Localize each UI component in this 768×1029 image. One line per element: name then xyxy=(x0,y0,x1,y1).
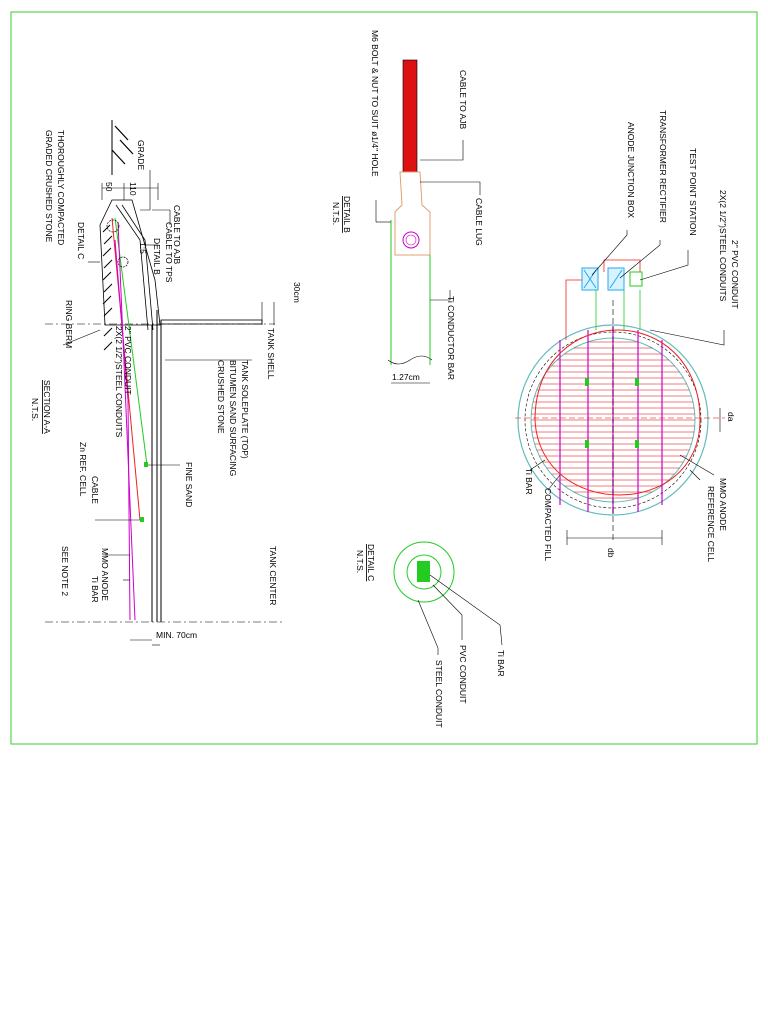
soleplate-label: TANK SOLEPLATE (TOP) xyxy=(240,360,250,459)
slope-label: 1:5 xyxy=(138,242,148,254)
cable-red xyxy=(402,59,418,173)
db-label: db xyxy=(606,548,616,558)
ref-cell-label: REFERENCE CELL xyxy=(706,486,716,562)
ti-conductor-label: Ti CONDUCTOR BAR xyxy=(446,296,456,380)
stone-label-1: THOROUGHLY COMPACTED xyxy=(56,130,66,245)
test-point-station xyxy=(629,271,643,287)
compacted-fill-label: COMPACTED FILL xyxy=(543,488,553,561)
tank-center-label: TANK CENTER xyxy=(268,546,278,605)
ti-bar-plan-label: Ti BAR xyxy=(524,468,534,495)
plan-view: TEST POINT STATION TRANSFORMER RECTIFIER… xyxy=(515,110,740,562)
crushed-stone-label: CRUSHED STONE xyxy=(216,360,226,434)
detail-c: Ti BAR PVC CONDUIT STEEL CONDUIT DETAIL … xyxy=(355,541,506,728)
section-cable xyxy=(111,217,141,521)
section-leaders xyxy=(62,170,252,581)
plan-feeder-loop xyxy=(534,329,701,496)
detail-b-callout: DETAIL B xyxy=(152,238,162,275)
dim-50-label: 50 xyxy=(104,182,114,192)
test-point-label: TEST POINT STATION xyxy=(688,148,698,236)
break-line xyxy=(387,355,433,365)
width-dim-label: 1.27cm xyxy=(392,372,420,382)
pvc-conduit-label: 2" PVC CONDUIT xyxy=(123,326,133,395)
section-title: SECTION A-A xyxy=(42,380,52,434)
detail-c-leaders xyxy=(417,574,503,655)
detail-c-scale: N.T.S. xyxy=(355,550,365,573)
transformer-label: TRANSFORMER RECTIFIER xyxy=(658,110,668,223)
plan-conduits xyxy=(595,290,641,330)
ring-berm-label: RING BERM xyxy=(64,300,74,348)
plan-dashed-circle xyxy=(524,331,702,509)
fine-sand-label: FINE SAND xyxy=(184,462,194,507)
see-note-label: SEE NOTE 2 xyxy=(60,546,70,596)
da-label: da xyxy=(726,412,736,422)
zn-ref-cell-marker xyxy=(144,462,148,467)
steel-conduit-circle xyxy=(393,541,455,603)
dim-110-label: 110 xyxy=(128,182,138,196)
cable-to-tps-label: CABLE TO TPS xyxy=(164,222,174,283)
ti-bar-c-label: Ti BAR xyxy=(496,650,506,677)
detail-b-scale: N.T.S. xyxy=(331,202,341,225)
grade-label: GRADE xyxy=(136,140,146,171)
steel-c-label: STEEL CONDUIT xyxy=(434,660,444,728)
tank-shell-label: TANK SHELL xyxy=(266,328,276,380)
dim-30cm-label: 30cm xyxy=(292,282,302,303)
section-scale: N.T.S. xyxy=(30,398,40,421)
pvc-c-label: PVC CONDUIT xyxy=(458,645,468,704)
detail-c-title: DETAIL C xyxy=(366,544,376,581)
detail-b: M6 BOLT & NUT TO SUIT ø1/4" HOLE CABLE T… xyxy=(331,30,484,384)
ti-bar-label: Ti BAR xyxy=(90,576,100,603)
detail-b-leaders xyxy=(375,140,481,301)
detail-b-title: DETAIL B xyxy=(342,196,352,233)
mmo-anode-label: MMO ANODE xyxy=(100,548,110,601)
grade-hatch xyxy=(111,125,134,165)
plan-leaders xyxy=(529,230,725,491)
pvc-conduit-pipe xyxy=(115,204,149,331)
section-conduit xyxy=(114,217,148,466)
drawing-frame xyxy=(10,11,758,745)
crushed-stone-hatch xyxy=(102,224,113,351)
detail-c-marker xyxy=(106,219,120,233)
tank-soleplate xyxy=(160,319,263,325)
plan-outer-circle xyxy=(517,324,709,516)
section-a-a: GRADE 50 110 CABLE TO AJB CABLE TO TPS D… xyxy=(30,120,302,646)
cable-label: CABLE xyxy=(90,476,100,504)
zn-ref-cell-label: Zn REF. CELL xyxy=(78,442,88,497)
mmo-plan-label: MMO ANODE xyxy=(718,478,728,531)
lug-hole xyxy=(402,231,420,249)
ring-berm-outline xyxy=(99,199,161,326)
steel-conduits-label: 2X(2 1/2")STEEL CONDUITS xyxy=(114,326,124,438)
ajb-label: ANODE JUNCTION BOX xyxy=(626,122,636,218)
cable-to-ajb-b-label: CABLE TO AJB xyxy=(458,70,468,130)
plan-pvc-label: 2" PVC CONDUIT xyxy=(730,240,740,309)
detail-c-callout: DETAIL C xyxy=(76,222,86,259)
bolt-label: M6 BOLT & NUT TO SUIT ø1/4" HOLE xyxy=(370,30,380,177)
stone-label-2: GRADED CRUSHED STONE xyxy=(44,130,54,243)
detail-b-marker xyxy=(117,256,129,268)
section-ti-bar xyxy=(117,221,136,621)
pvc-conduit-circle xyxy=(406,554,442,590)
cable-lug xyxy=(394,171,431,256)
ti-bar-square xyxy=(417,561,430,582)
min70-label: MIN. 70cm xyxy=(156,630,197,640)
plan-ref-cells xyxy=(585,378,639,448)
bitumen-label: BITUMEN SAND SURFACING xyxy=(228,360,238,476)
cable-to-ajb-label: CABLE TO AJB xyxy=(172,205,182,265)
plan-steel-label: 2X(2 1/2")STEEL CONDUITS xyxy=(718,190,728,302)
cable-lug-label: CABLE LUG xyxy=(474,198,484,246)
